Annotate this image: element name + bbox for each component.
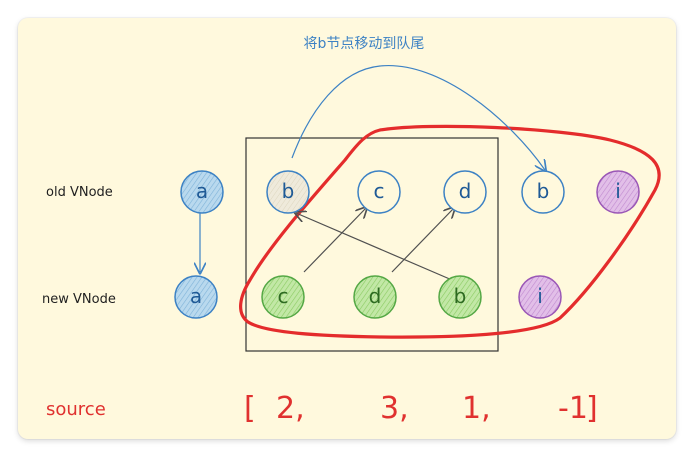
old-node-c-label: c [374,179,385,203]
new-node-b: b [438,275,482,319]
old-node-c: c [357,170,401,214]
moved-nodes-highlight [239,124,661,339]
new-node-a: a [174,275,218,319]
old-node-a-label: a [196,179,208,203]
new-node-i: i [518,275,562,319]
old-node-b-moved-label: b [537,179,550,203]
source-value-1: 2, [276,391,305,426]
source-close-bracket: ] [586,391,598,426]
source-value-3: 1, [462,391,491,426]
old-node-b-moved: b [521,170,565,214]
old-node-i-label: i [615,179,621,203]
old-node-d-label: d [459,179,472,203]
old-node-b-label: b [282,179,295,203]
new-node-b-label: b [454,284,467,308]
old-node-a: a [180,170,224,214]
new-node-d-label: d [369,284,382,308]
new-node-d: d [353,275,397,319]
source-label: source [46,399,106,420]
old-node-d: d [443,170,487,214]
new-node-c: c [261,275,305,319]
diagram-frame [18,18,676,439]
b-match-arrow [296,213,453,281]
move-b-arrow [291,65,545,170]
c-match-arrow [303,208,366,273]
source-value-4: -1 [558,391,588,426]
new-node-i-label: i [537,284,543,308]
old-vnode-label: old VNode [46,185,113,200]
new-node-c-label: c [278,284,289,308]
source-value-2: 3, [380,391,409,426]
old-node-b: b [266,170,310,214]
diagram-title: 将b节点移动到队尾 [304,36,425,52]
new-vnode-label: new VNode [42,292,116,307]
new-node-a-label: a [190,284,202,308]
d-match-arrow [391,208,454,273]
old-node-i: i [596,170,640,214]
middle-range-box [245,137,499,352]
source-open-bracket: [ [244,391,256,426]
